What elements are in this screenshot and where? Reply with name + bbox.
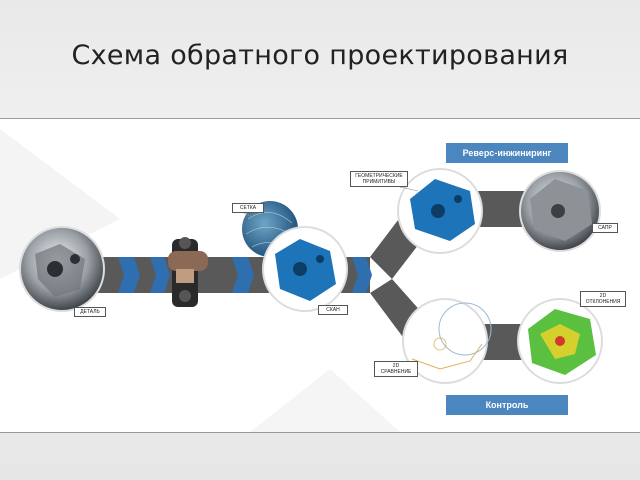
compare2d-label: 2D СРАВНЕНИЕ xyxy=(374,361,418,377)
mesh-label: СЕТКА xyxy=(232,203,264,213)
chevron-1 xyxy=(118,257,140,293)
part-label: ДЕТАЛЬ xyxy=(74,307,106,317)
scan-label: СКАН xyxy=(318,305,348,315)
chevron-4 xyxy=(352,257,372,293)
bg-shape xyxy=(250,369,400,432)
cad-label: САПР xyxy=(592,223,618,233)
control-tag: Контроль xyxy=(446,395,568,415)
deviations-label: 2D ОТКЛОНЕНИЯ xyxy=(580,291,626,307)
primitives-label: ГЕОМЕТРИЧЕСКИЕ ПРИМИТИВЫ xyxy=(350,171,408,187)
chevron-2 xyxy=(150,257,170,293)
slide-title: Схема обратного проектирования xyxy=(71,40,569,71)
flow-diagram xyxy=(0,129,603,432)
diagram-panel: Реверс-инжиниринг Контроль ДЕТАЛЬ СЕТКА … xyxy=(0,118,640,433)
scanner-image xyxy=(168,237,208,307)
reverse-engineering-tag: Реверс-инжиниринг xyxy=(446,143,568,163)
chevron-3 xyxy=(232,257,254,293)
